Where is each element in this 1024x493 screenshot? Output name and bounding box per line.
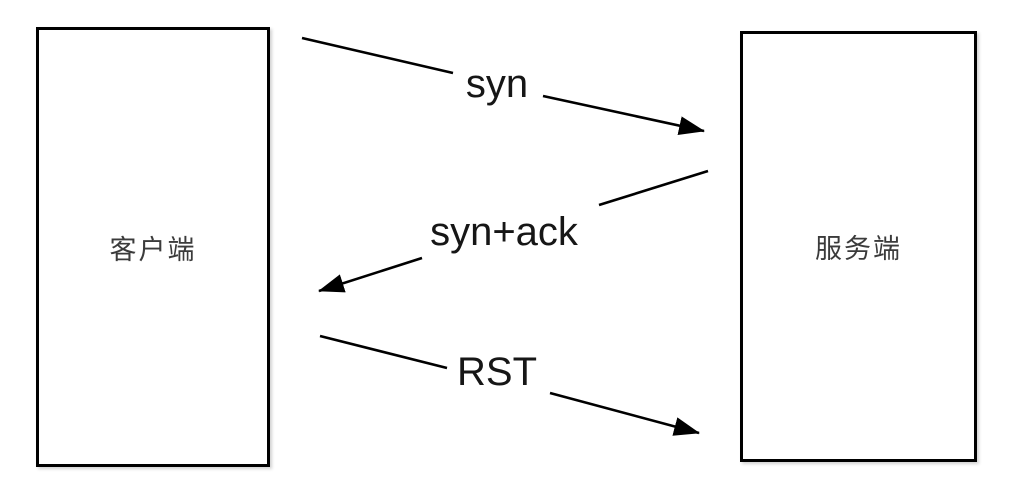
syn-ack-arrow-segment-2 [318,256,423,293]
syn-ack-message-label: syn+ack [430,210,578,254]
syn-arrow-segment-1 [301,36,454,75]
syn-ack-arrow-segment-1 [598,169,709,207]
server-label: 服务端 [815,234,902,264]
client-label: 客户端 [109,234,197,265]
syn-arrow-segment-2 [542,94,705,135]
rst-arrow-segment-1 [319,334,448,370]
server-box: 服务端 [740,31,977,462]
client-box: 客户端 [36,27,270,467]
rst-arrow-segment-2 [549,391,700,436]
rst-message-label: RST [457,350,537,394]
syn-message-label: syn [465,62,529,106]
